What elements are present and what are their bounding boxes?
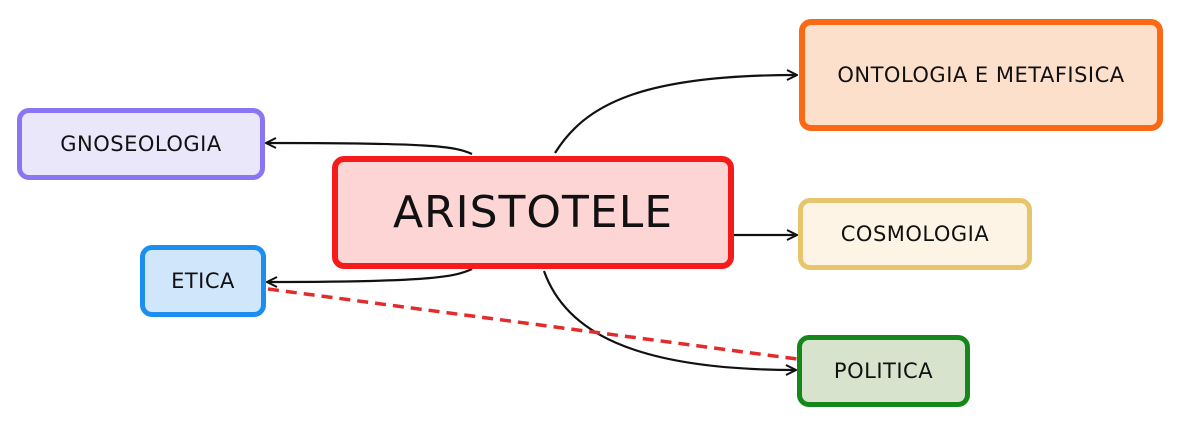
cross-link-etica-politica	[267, 287, 798, 361]
node-politica-label: POLITICA	[833, 359, 934, 383]
arrow-to-etica	[267, 268, 473, 282]
node-gnoseologia[interactable]: GNOSEOLOGIA	[17, 108, 265, 180]
node-cosmologia-label: COSMOLOGIA	[840, 222, 990, 246]
arrow-to-ontologia	[554, 75, 797, 154]
node-cosmologia[interactable]: COSMOLOGIA	[798, 198, 1032, 270]
node-ontologia-label: ONTOLOGIA E METAFISICA	[837, 63, 1125, 87]
arrow-to-politica	[542, 270, 796, 370]
arrow-to-gnoseologia	[266, 143, 473, 155]
node-etica[interactable]: ETICA	[140, 245, 266, 317]
node-politica[interactable]: POLITICA	[797, 335, 970, 407]
central-node[interactable]: ARISTOTELE	[332, 156, 734, 269]
central-node-label: ARISTOTELE	[392, 187, 674, 238]
node-ontologia[interactable]: ONTOLOGIA E METAFISICA	[799, 19, 1163, 131]
node-etica-label: ETICA	[171, 269, 235, 293]
node-gnoseologia-label: GNOSEOLOGIA	[60, 132, 222, 156]
